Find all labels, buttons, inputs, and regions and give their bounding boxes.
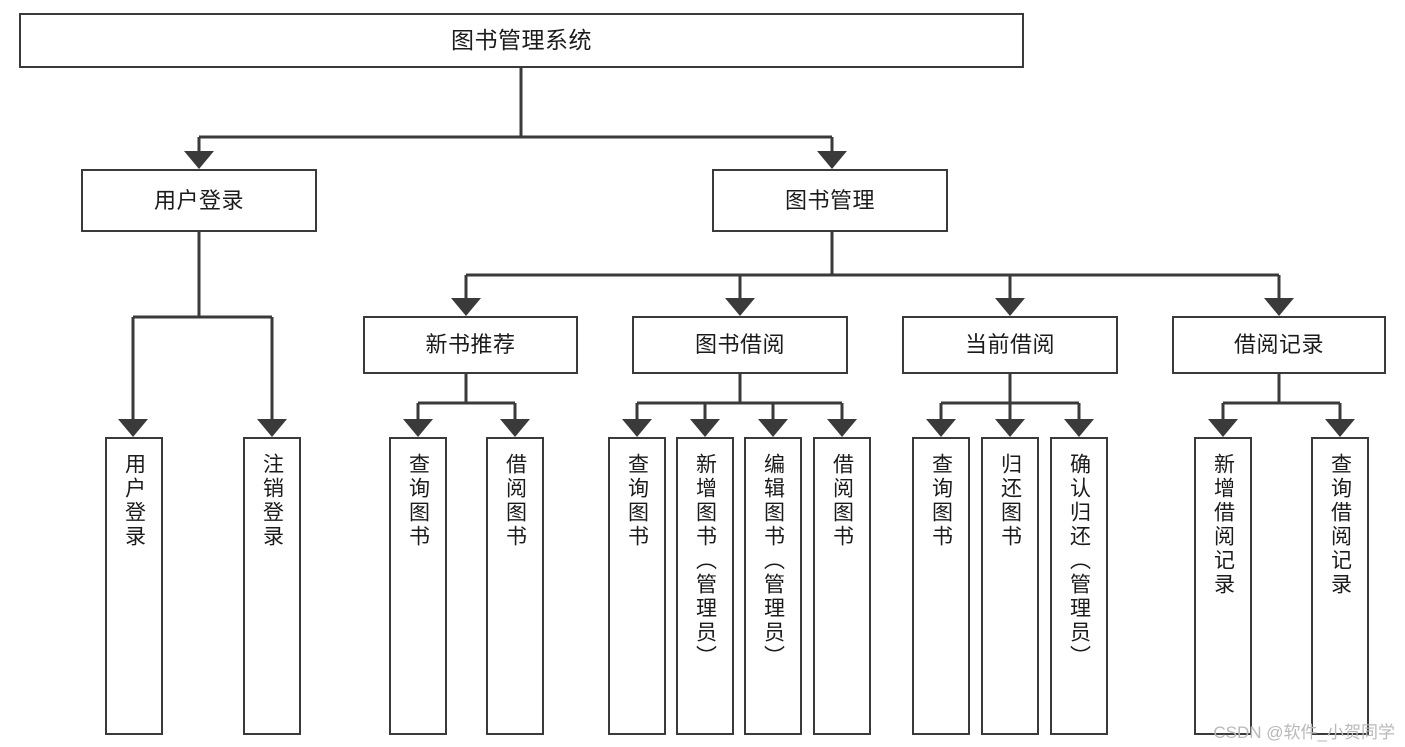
leaf-return-book[interactable]: 归还图书 bbox=[981, 437, 1039, 735]
leaf-query-book-current[interactable]: 查询图书 bbox=[912, 437, 970, 735]
node-root-system[interactable]: 图书管理系统 bbox=[19, 13, 1024, 68]
node-book-management[interactable]: 图书管理 bbox=[712, 169, 948, 232]
node-label: 图书借阅 bbox=[694, 332, 785, 358]
node-label: 新增借阅记录 bbox=[1211, 453, 1235, 597]
node-label: 图书管理 bbox=[784, 187, 875, 213]
leaf-query-borrow-record[interactable]: 查询借阅记录 bbox=[1311, 437, 1369, 735]
node-user-login[interactable]: 用户登录 bbox=[81, 169, 317, 232]
leaf-borrow-book[interactable]: 借阅图书 bbox=[813, 437, 871, 735]
leaf-query-book-borrow[interactable]: 查询图书 bbox=[608, 437, 666, 735]
leaf-add-book-admin[interactable]: 新增图书（管理员） bbox=[676, 437, 734, 735]
leaf-borrow-book-new[interactable]: 借阅图书 bbox=[486, 437, 544, 735]
node-new-book-recommend[interactable]: 新书推荐 bbox=[363, 316, 578, 374]
leaf-logout[interactable]: 注销登录 bbox=[243, 437, 301, 735]
leaf-confirm-return-admin[interactable]: 确认归还（管理员） bbox=[1050, 437, 1108, 735]
node-label: 查询图书 bbox=[625, 453, 649, 549]
node-label: 用户登录 bbox=[122, 453, 146, 549]
node-label: 用户登录 bbox=[153, 187, 244, 213]
node-label: 新增图书（管理员） bbox=[693, 453, 717, 669]
node-label: 查询借阅记录 bbox=[1328, 453, 1352, 597]
leaf-query-book-new[interactable]: 查询图书 bbox=[389, 437, 447, 735]
node-label: 借阅图书 bbox=[503, 453, 527, 549]
node-label: 借阅图书 bbox=[830, 453, 854, 549]
node-label: 查询图书 bbox=[406, 453, 430, 549]
leaf-edit-book-admin[interactable]: 编辑图书（管理员） bbox=[744, 437, 802, 735]
node-label: 查询图书 bbox=[929, 453, 953, 549]
node-label: 借阅记录 bbox=[1233, 332, 1324, 358]
leaf-add-borrow-record[interactable]: 新增借阅记录 bbox=[1194, 437, 1252, 735]
node-label: 注销登录 bbox=[260, 453, 284, 549]
node-label: 归还图书 bbox=[998, 453, 1022, 549]
node-label: 当前借阅 bbox=[964, 332, 1055, 358]
node-current-borrow[interactable]: 当前借阅 bbox=[902, 316, 1118, 374]
node-book-borrow[interactable]: 图书借阅 bbox=[632, 316, 848, 374]
node-label: 新书推荐 bbox=[425, 332, 516, 358]
node-borrow-records[interactable]: 借阅记录 bbox=[1172, 316, 1386, 374]
node-label: 图书管理系统 bbox=[451, 27, 592, 54]
leaf-user-login[interactable]: 用户登录 bbox=[105, 437, 163, 735]
node-label: 编辑图书（管理员） bbox=[761, 453, 785, 669]
watermark-text: CSDN @软件_小贺同学 bbox=[1213, 723, 1395, 742]
node-label: 确认归还（管理员） bbox=[1067, 453, 1091, 669]
